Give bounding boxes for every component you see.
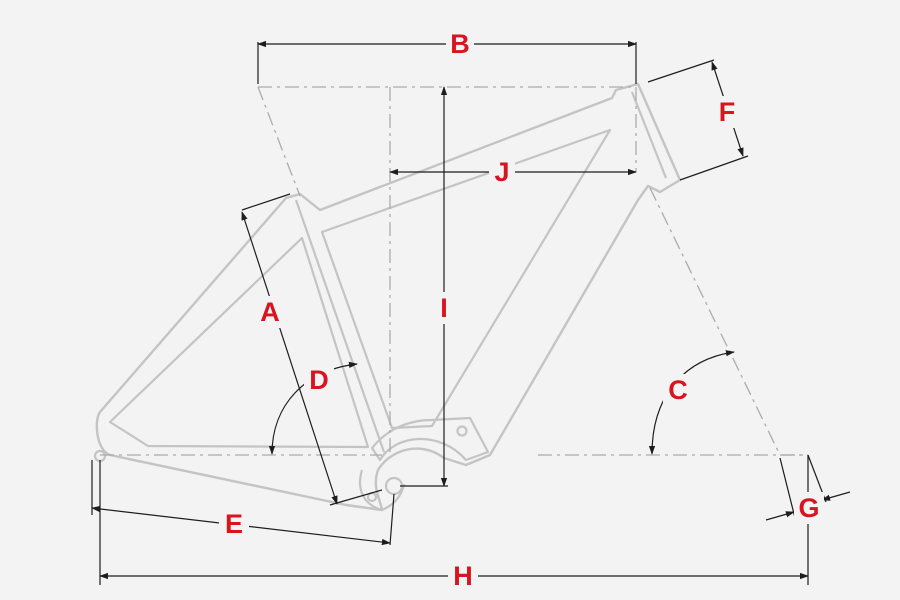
label-a: A	[260, 297, 280, 327]
label-i: I	[440, 293, 448, 323]
dim-a-line	[241, 211, 338, 505]
dimension-labels: B J I F A D C E G H	[219, 28, 824, 592]
label-c-bg	[663, 374, 693, 406]
seat-tube-inner	[294, 199, 386, 453]
label-g: G	[798, 493, 819, 523]
ref-steering-axis	[649, 187, 781, 456]
label-j-bg	[489, 156, 515, 188]
label-f: F	[719, 97, 736, 127]
dim-g-arrow-left	[765, 511, 795, 521]
label-c: C	[668, 375, 688, 405]
label-a-bg	[256, 296, 284, 328]
dim-f-ext-bottom	[679, 155, 749, 181]
label-g-bg	[794, 492, 824, 524]
frame-outline	[95, 82, 682, 512]
label-b-bg	[446, 28, 474, 60]
label-e-bg	[219, 508, 249, 540]
label-j: J	[494, 157, 509, 187]
ref-seat-tube-extension	[257, 86, 301, 197]
motor-housing	[370, 416, 490, 462]
label-e: E	[225, 509, 243, 539]
rear-triangle-cutout	[108, 236, 370, 449]
dim-a-ext-bottom	[329, 489, 383, 506]
rear-axle	[93, 449, 107, 463]
front-triangle-cutout	[320, 128, 612, 430]
label-h-bg	[448, 560, 478, 592]
label-d-bg	[304, 364, 334, 396]
bottom-bracket	[384, 476, 404, 496]
label-f-bg	[713, 96, 741, 128]
head-tube-inner	[630, 91, 668, 179]
bike-frame	[93, 82, 682, 512]
label-i-bg	[432, 292, 456, 324]
mount-hole-upper	[456, 425, 468, 437]
dim-e-ext-right	[389, 493, 395, 546]
dim-a-ext-top	[241, 193, 291, 211]
label-h: H	[453, 561, 473, 591]
label-b: B	[450, 29, 470, 59]
dim-f-ext-top	[647, 59, 715, 83]
dim-d-arc	[268, 361, 358, 455]
motor-lower-shell	[358, 469, 406, 512]
dim-g-arrow-right	[821, 491, 851, 501]
label-d: D	[309, 365, 329, 395]
reference-lines	[100, 86, 808, 456]
